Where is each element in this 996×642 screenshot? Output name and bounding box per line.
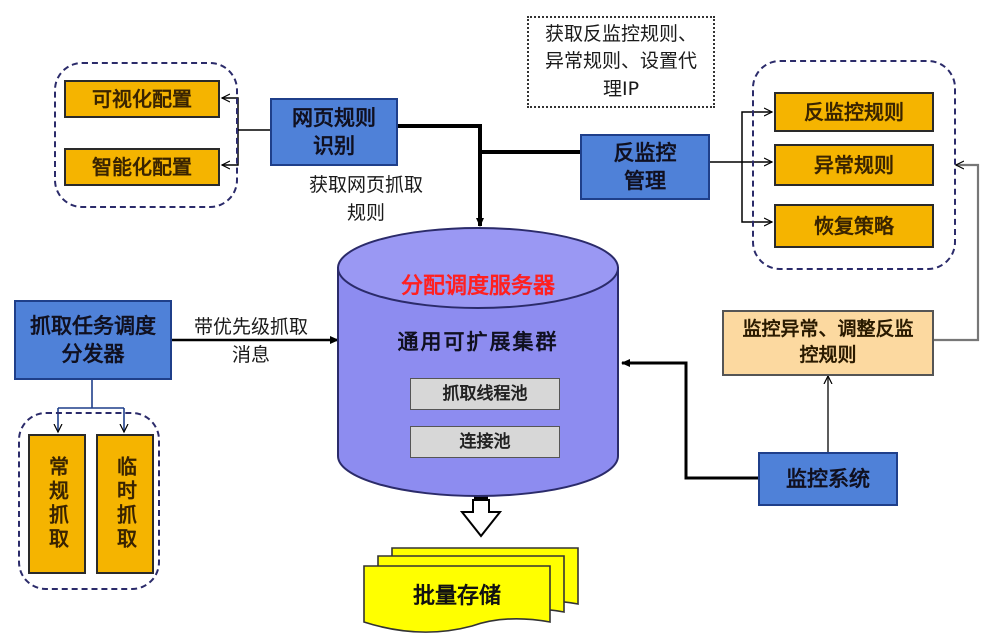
server-title: 分配调度服务器 (400, 274, 555, 299)
regular-crawl-label: 常规抓取 (45, 456, 70, 552)
arrow-web-rule-to-configs (222, 98, 270, 165)
thread-pool-box[interactable]: 抓取线程池 (410, 378, 560, 410)
anti-monitor-rule-box[interactable]: 反监控规则 (774, 92, 934, 132)
arrow-anti-monitor-to-rules (710, 112, 772, 222)
visual-config-box[interactable]: 可视化配置 (64, 80, 220, 118)
arrow-web-rule-to-server (398, 124, 484, 227)
visual-config-label: 可视化配置 (92, 86, 192, 111)
recovery-strategy-box[interactable]: 恢复策略 (774, 204, 934, 248)
regular-crawl-box[interactable]: 常规抓取 (28, 434, 86, 574)
anti-rule-group (752, 60, 956, 270)
arrow-monitor-to-server (621, 359, 758, 480)
anti-monitor-management-box[interactable]: 反监控管理 (580, 134, 710, 200)
monitor-system-label: 监控系统 (786, 466, 870, 491)
get-web-rules-note: 获取网页抓取规则 (302, 172, 430, 227)
batch-storage-label: 批量存储 (412, 584, 501, 609)
conn-pool-label: 连接池 (459, 431, 511, 452)
arrow-adjust-to-anti-group (934, 165, 980, 342)
server-to-storage-arrow (459, 499, 503, 538)
priority-msg-text: 带优先级抓取消息 (193, 316, 308, 366)
monitor-adjust-label: 监控异常、调整反监控规则 (742, 318, 914, 366)
config-group (54, 62, 238, 208)
smart-config-label: 智能化配置 (92, 154, 192, 179)
thread-pool-label: 抓取线程池 (442, 383, 528, 404)
temp-crawl-box[interactable]: 临时抓取 (96, 434, 154, 574)
monitor-system-box[interactable]: 监控系统 (758, 452, 898, 506)
batch-storage-shape (363, 547, 579, 633)
abnormal-rule-box[interactable]: 异常规则 (774, 144, 934, 186)
task-dispatcher-label: 抓取任务调度分发器 (30, 313, 156, 366)
smart-config-box[interactable]: 智能化配置 (64, 148, 220, 186)
temp-crawl-label: 临时抓取 (113, 456, 138, 552)
conn-pool-box[interactable]: 连接池 (410, 426, 560, 458)
get-web-rules-text: 获取网页抓取规则 (308, 174, 423, 224)
abnormal-rule-label: 异常规则 (814, 152, 894, 177)
recovery-strategy-label: 恢复策略 (814, 213, 894, 238)
get-rules-note-box: 获取反监控规则、异常规则、设置代理IP (527, 16, 715, 108)
web-rule-recognition-label: 网页规则识别 (292, 105, 376, 158)
web-rule-recognition-box[interactable]: 网页规则识别 (270, 98, 398, 166)
get-rules-note: 获取反监控规则、异常规则、设置代理IP (544, 22, 697, 100)
anti-monitor-management-label: 反监控管理 (613, 140, 677, 193)
monitor-adjust-box[interactable]: 监控异常、调整反监控规则 (722, 310, 934, 376)
task-dispatcher-box[interactable]: 抓取任务调度分发器 (14, 300, 172, 380)
server-subtitle: 通用可扩展集群 (397, 330, 559, 354)
priority-msg-note: 带优先级抓取消息 (192, 314, 310, 369)
crawl-type-group (18, 412, 160, 590)
anti-monitor-rule-label: 反监控规则 (804, 99, 904, 124)
